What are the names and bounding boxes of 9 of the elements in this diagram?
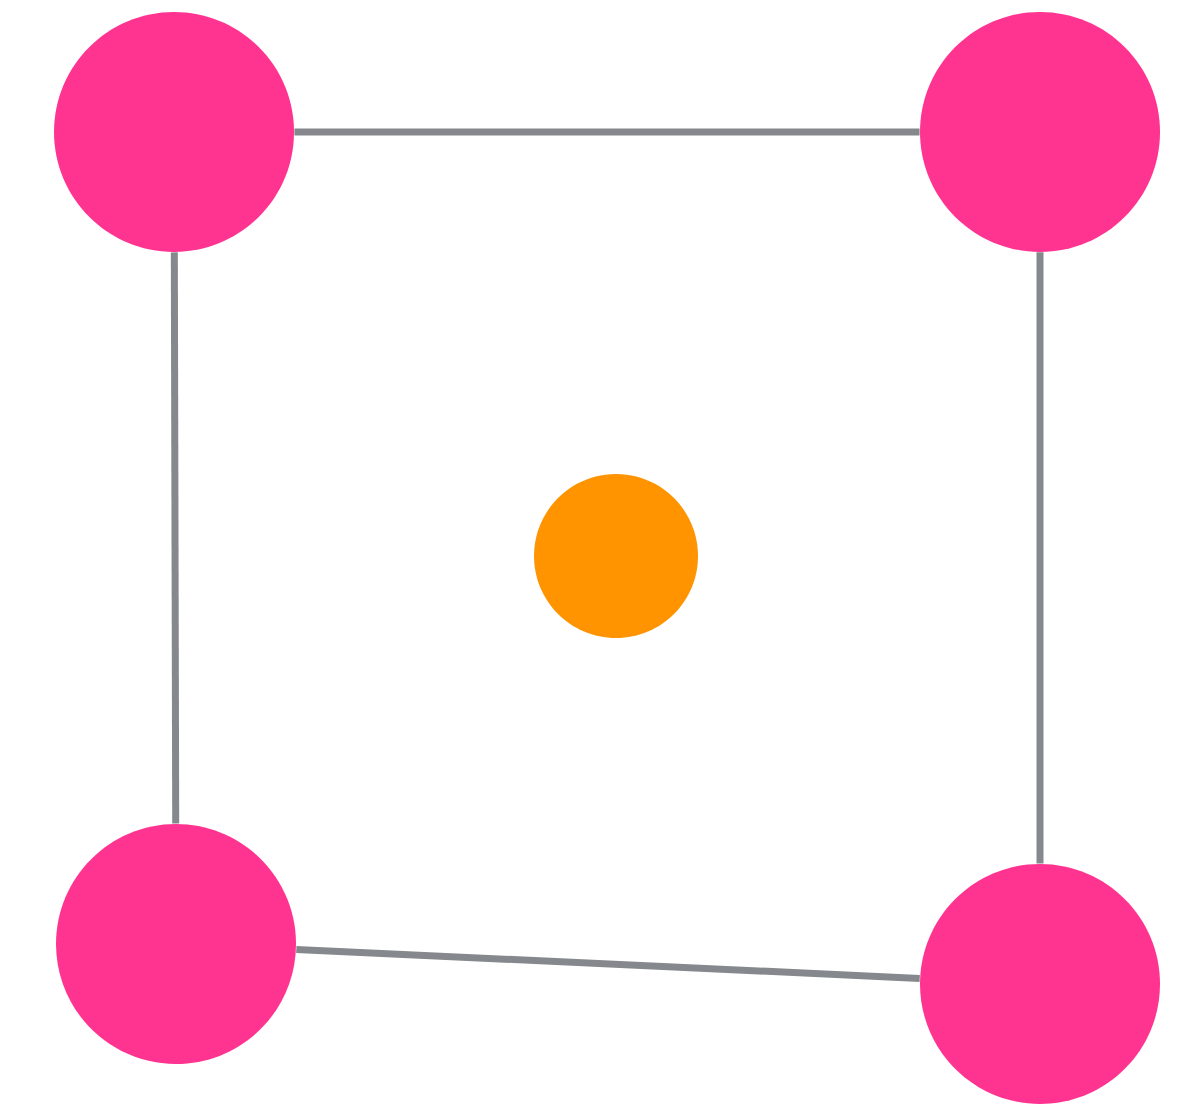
connector-line (1036, 252, 1044, 864)
connector-line (296, 946, 920, 982)
connector-line (294, 128, 920, 136)
circle-node (920, 12, 1160, 252)
circle-node (56, 823, 296, 1064)
circle-node (54, 12, 294, 252)
connector-line (170, 252, 180, 824)
circle-node (920, 863, 1160, 1104)
circle-node (534, 474, 698, 638)
